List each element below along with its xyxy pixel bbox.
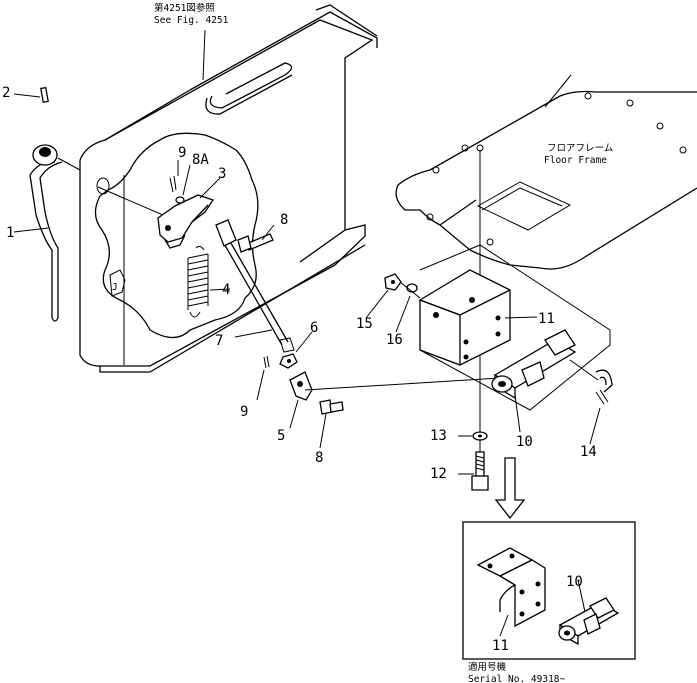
valve-10-main xyxy=(491,329,577,400)
part-label-11-main: 11 xyxy=(538,311,555,327)
floor-frame-label-en: Floor Frame xyxy=(544,155,607,166)
part-label-15: 15 xyxy=(356,316,373,332)
part-label-11-inset: 11 xyxy=(492,638,509,654)
spring-4 xyxy=(187,245,209,318)
part-label-9-upper: 9 xyxy=(178,145,186,161)
bolt-8-lower xyxy=(319,399,344,415)
cutaway-outline xyxy=(94,132,259,339)
bracket-11-inset xyxy=(476,547,546,628)
part-label-7: 7 xyxy=(215,333,223,349)
leader-lines xyxy=(13,29,601,637)
svg-text:J: J xyxy=(112,282,118,293)
part-label-14: 14 xyxy=(580,444,597,460)
part-label-5: 5 xyxy=(277,428,285,444)
nut-15 xyxy=(384,273,402,291)
floor-frame xyxy=(395,90,697,270)
part-label-6: 6 xyxy=(310,320,318,336)
part-label-10-inset: 10 xyxy=(566,574,583,590)
part-label-8a: 8A xyxy=(192,152,209,168)
linkage-line xyxy=(304,377,501,391)
washer-16 xyxy=(406,283,418,293)
part-label-10-main: 10 xyxy=(516,434,533,450)
part-label-4: 4 xyxy=(222,282,230,298)
assembly-box xyxy=(419,244,611,411)
part-label-2: 2 xyxy=(2,85,10,101)
serial-label-en: Serial No. 49318~ xyxy=(468,674,566,683)
tank-side-tag: J xyxy=(109,269,126,297)
bolt-8-upper xyxy=(237,233,274,253)
pivot-shaft xyxy=(97,186,171,219)
part-label-16: 16 xyxy=(386,332,403,348)
part-label-3: 3 xyxy=(218,166,226,182)
u-bolt-14 xyxy=(595,369,613,405)
valve-10-inset xyxy=(558,597,620,646)
part-label-12: 12 xyxy=(430,466,447,482)
part-label-1: 1 xyxy=(6,225,14,241)
serial-label-jp: 適用号機 xyxy=(468,661,507,673)
floor-frame-label-jp: フロアフレーム xyxy=(547,143,613,154)
washer-8a xyxy=(175,196,185,204)
see-fig-note-jp: 第4251図参照 xyxy=(154,2,215,14)
part-label-8-upper: 8 xyxy=(280,212,288,228)
pin-2 xyxy=(40,86,49,103)
part-label-13: 13 xyxy=(430,428,447,444)
down-arrow-icon xyxy=(494,457,526,520)
tank-body xyxy=(79,4,378,373)
see-fig-note-en: See Fig. 4251 xyxy=(154,15,229,26)
bracket-11-main xyxy=(418,269,511,367)
cotter-pin-9-lower xyxy=(263,355,270,369)
inset-box xyxy=(462,521,636,660)
nut-6 xyxy=(279,353,298,369)
dipstick-handle xyxy=(29,144,81,322)
part-label-9-lower: 9 xyxy=(240,404,248,420)
bolt-12 xyxy=(471,451,489,491)
lever-bracket xyxy=(157,194,215,249)
rod-7 xyxy=(215,219,295,353)
clevis-5 xyxy=(289,371,313,401)
cotter-pin-9-top xyxy=(169,175,177,193)
part-label-8-lower: 8 xyxy=(315,450,323,466)
